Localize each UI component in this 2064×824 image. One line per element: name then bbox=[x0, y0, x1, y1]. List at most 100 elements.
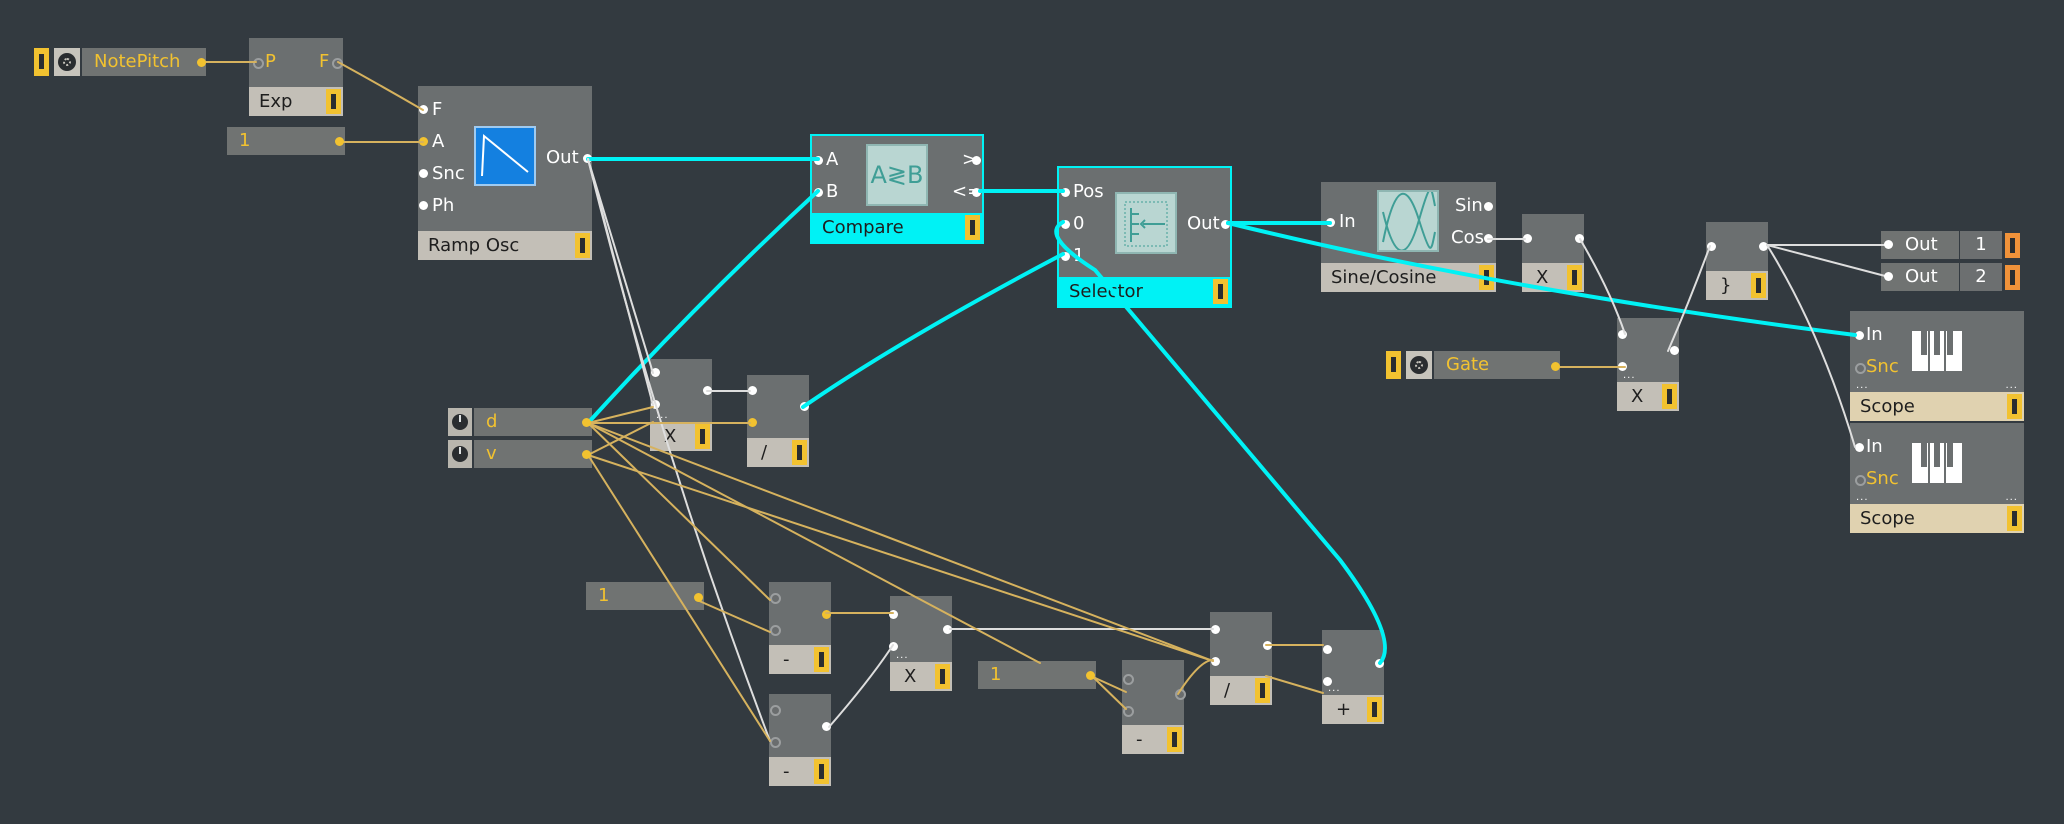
subtract-module[interactable]: - bbox=[769, 694, 831, 786]
add-grip[interactable] bbox=[1367, 697, 1382, 722]
multiply-out-port[interactable] bbox=[703, 386, 712, 395]
notepitch-out-port[interactable] bbox=[197, 58, 206, 67]
exp-f-port[interactable] bbox=[332, 58, 343, 69]
scope-module[interactable]: In Snc ... ... Scope bbox=[1850, 423, 2024, 533]
multiply-grip[interactable] bbox=[1567, 265, 1582, 290]
scope-snc-port[interactable] bbox=[1855, 475, 1866, 486]
const2-box[interactable]: 1 bbox=[586, 582, 704, 610]
subtract-title[interactable]: - bbox=[769, 757, 831, 786]
midi-icon[interactable] bbox=[1406, 351, 1432, 379]
knob-d[interactable]: d bbox=[474, 408, 592, 436]
exp-title[interactable]: Exp bbox=[249, 87, 343, 116]
selector-pos-port[interactable] bbox=[1061, 188, 1070, 197]
gate-grip[interactable] bbox=[1386, 351, 1401, 379]
const1-box[interactable]: 1 bbox=[227, 127, 345, 155]
multiply-in2-port[interactable] bbox=[1618, 362, 1627, 371]
compare-gt-port[interactable] bbox=[972, 156, 981, 165]
const3-out-port[interactable] bbox=[1086, 671, 1095, 680]
subtract-module[interactable]: - bbox=[769, 582, 831, 674]
subtract-in2-port[interactable] bbox=[1123, 706, 1134, 717]
sine-cosine-module[interactable]: In Sin Cos Sine/Cosine bbox=[1321, 182, 1496, 292]
knob-d-out-port[interactable] bbox=[582, 418, 591, 427]
multiply-grip[interactable] bbox=[695, 424, 710, 449]
subtract-grip[interactable] bbox=[1167, 727, 1182, 752]
add-out-port[interactable] bbox=[1375, 659, 1384, 668]
multiply-module[interactable]: X bbox=[1522, 214, 1584, 292]
subtract-in2-port[interactable] bbox=[770, 737, 781, 748]
output1-in-port[interactable] bbox=[1884, 240, 1893, 249]
compare-b-port[interactable] bbox=[814, 188, 823, 197]
add-in1-port[interactable] bbox=[1323, 645, 1332, 654]
const1-out-port[interactable] bbox=[335, 137, 344, 146]
multiply-module[interactable]: ... X bbox=[1617, 318, 1679, 411]
subtract-title[interactable]: - bbox=[1122, 725, 1184, 754]
multiply-title[interactable]: X bbox=[1522, 263, 1584, 292]
output1-box[interactable]: Out bbox=[1881, 231, 1959, 259]
notepitch-grip[interactable] bbox=[34, 48, 49, 76]
divide-grip[interactable] bbox=[1255, 678, 1270, 703]
subtract-grip[interactable] bbox=[814, 759, 829, 784]
merge-title[interactable]: } bbox=[1706, 271, 1768, 300]
output2-grip[interactable] bbox=[2005, 265, 2020, 290]
multiply-module[interactable]: ... X bbox=[650, 359, 712, 451]
add-in2-port[interactable] bbox=[1323, 677, 1332, 686]
compare-title[interactable]: Compare bbox=[812, 213, 982, 242]
compare-grip[interactable] bbox=[965, 215, 980, 240]
scope-module[interactable]: In Snc ... ... Scope bbox=[1850, 311, 2024, 421]
divide-out-port[interactable] bbox=[800, 402, 809, 411]
add-title[interactable]: + bbox=[1322, 695, 1384, 724]
scope-title[interactable]: Scope bbox=[1850, 392, 2024, 421]
subtract-in1-port[interactable] bbox=[770, 593, 781, 604]
merge-in-port[interactable] bbox=[1707, 242, 1716, 251]
compare-module[interactable]: A B A≷B > <= Compare bbox=[810, 134, 984, 244]
divide-grip[interactable] bbox=[792, 440, 807, 465]
ramp-osc-grip[interactable] bbox=[575, 233, 590, 258]
divide-module[interactable]: / bbox=[1210, 612, 1272, 705]
divide-in2-port[interactable] bbox=[748, 418, 757, 427]
knob-icon[interactable] bbox=[448, 408, 472, 436]
multiply-out-port[interactable] bbox=[1670, 346, 1679, 355]
gate-out-port[interactable] bbox=[1551, 362, 1560, 371]
multiply-in1-port[interactable] bbox=[1523, 234, 1532, 243]
multiply-in2-port[interactable] bbox=[651, 400, 660, 409]
exp-p-port[interactable] bbox=[253, 58, 264, 69]
sine-cosine-grip[interactable] bbox=[1479, 265, 1494, 290]
ramp-out-port[interactable] bbox=[583, 154, 592, 163]
scope-title[interactable]: Scope bbox=[1850, 504, 2024, 533]
merge-grip[interactable] bbox=[1751, 273, 1766, 298]
output2-channel[interactable]: 2 bbox=[1960, 263, 2002, 291]
scope-in-port[interactable] bbox=[1855, 331, 1864, 340]
multiply-title[interactable]: X bbox=[890, 662, 952, 691]
divide-out-port[interactable] bbox=[1263, 641, 1272, 650]
add-module[interactable]: ... + bbox=[1322, 630, 1384, 724]
ramp-f-port[interactable] bbox=[419, 105, 428, 114]
compare-le-port[interactable] bbox=[972, 188, 981, 197]
sine-sin-port[interactable] bbox=[1484, 202, 1493, 211]
ramp-osc-title[interactable]: Ramp Osc bbox=[418, 231, 592, 260]
multiply-grip[interactable] bbox=[935, 664, 950, 689]
exp-grip[interactable] bbox=[326, 89, 341, 114]
multiply-in1-port[interactable] bbox=[1618, 330, 1627, 339]
multiply-in1-port[interactable] bbox=[889, 610, 898, 619]
multiply-out-port[interactable] bbox=[943, 625, 952, 634]
sine-in-port[interactable] bbox=[1326, 218, 1335, 227]
ramp-a-port[interactable] bbox=[419, 137, 428, 146]
exp-module[interactable]: P F Exp bbox=[249, 38, 343, 116]
output2-box[interactable]: Out bbox=[1881, 263, 1959, 291]
multiply-out-port[interactable] bbox=[1575, 234, 1584, 243]
subtract-in2-port[interactable] bbox=[770, 625, 781, 636]
multiply-title[interactable]: X bbox=[650, 422, 712, 451]
knob-v[interactable]: v bbox=[474, 440, 592, 468]
multiply-title[interactable]: X bbox=[1617, 382, 1679, 411]
selector-in0-port[interactable] bbox=[1061, 220, 1070, 229]
knob-icon[interactable] bbox=[448, 440, 472, 468]
subtract-title[interactable]: - bbox=[769, 645, 831, 674]
subtract-grip[interactable] bbox=[814, 647, 829, 672]
subtract-out-port[interactable] bbox=[822, 610, 831, 619]
merge-module[interactable]: } bbox=[1706, 222, 1768, 300]
ramp-ph-port[interactable] bbox=[419, 201, 428, 210]
scope-grip[interactable] bbox=[2007, 506, 2022, 531]
subtract-out-port[interactable] bbox=[822, 722, 831, 731]
merge-out-port[interactable] bbox=[1759, 242, 1768, 251]
ramp-snc-port[interactable] bbox=[419, 169, 428, 178]
